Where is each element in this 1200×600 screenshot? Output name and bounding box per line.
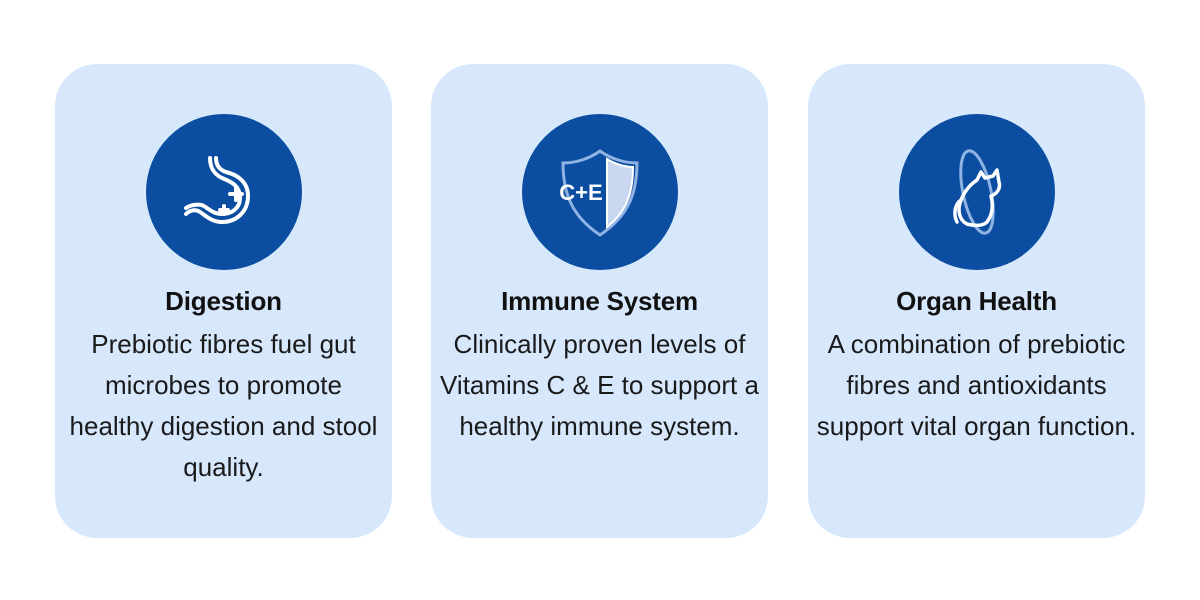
stomach-icon: [145, 114, 302, 270]
benefit-card-digestion: Digestion Prebiotic fibres fuel gut micr…: [55, 64, 392, 538]
benefit-card-immune-system: C+E Immune System Clinically proven leve…: [431, 64, 768, 538]
card-description: Clinically proven levels of Vitamins C &…: [440, 329, 759, 441]
card-title: Digestion: [165, 286, 282, 316]
card-description: A combination of prebiotic fibres and an…: [816, 329, 1137, 441]
shield-label: C+E: [559, 180, 602, 205]
card-title: Organ Health: [896, 286, 1057, 316]
card-title: Immune System: [501, 286, 698, 316]
cat-orbit-icon: [898, 114, 1055, 270]
benefit-card-organ-health: Organ Health A combination of prebiotic …: [808, 64, 1145, 538]
shield-icon: C+E: [521, 114, 678, 270]
card-description: Prebiotic fibres fuel gut microbes to pr…: [69, 329, 378, 482]
